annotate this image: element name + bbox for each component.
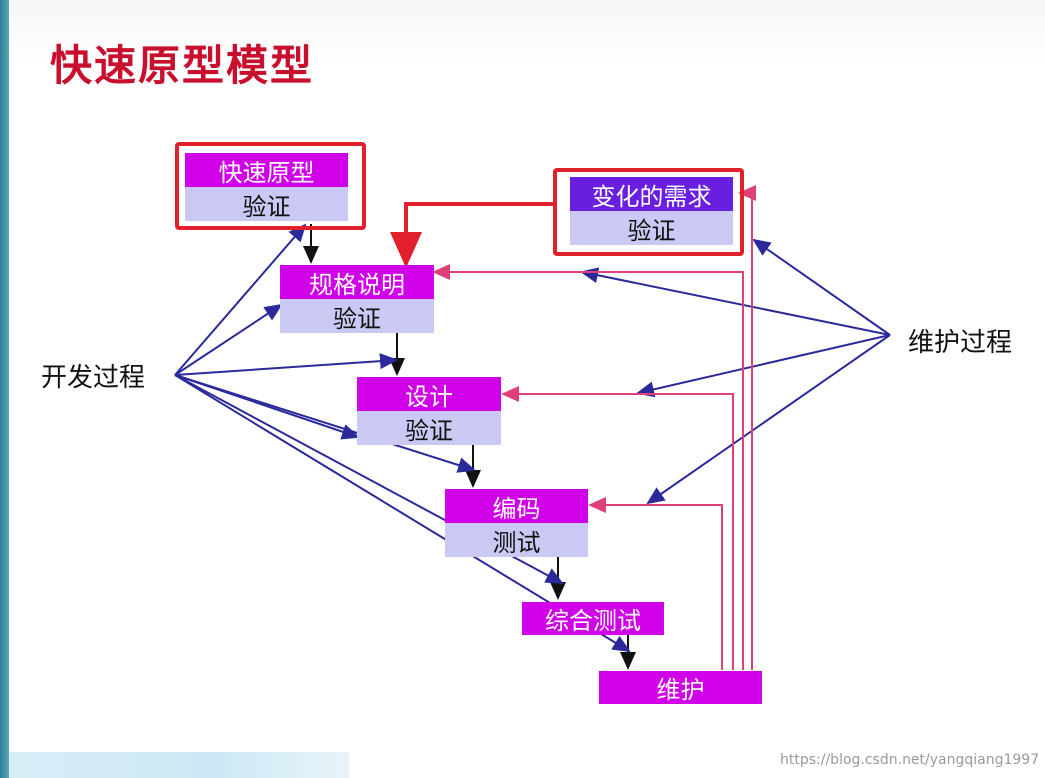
maint-process-label: 维护过程 [908,328,1013,358]
prototype-verify: 验证 [185,187,348,221]
prototype-title: 快速原型 [185,153,348,187]
integration-title: 综合测试 [522,602,664,635]
spec-box: 规格说明 验证 [280,265,434,333]
code-box: 编码 测试 [445,489,588,557]
prototype-frame [175,142,366,230]
design-box: 设计 验证 [357,377,501,445]
design-verify: 验证 [357,411,501,445]
watermark: https://blog.csdn.net/yangqiang1997 [780,752,1040,768]
changes-box: 变化的需求 验证 [570,177,733,245]
dev-process-label: 开发过程 [41,363,146,393]
slide-title: 快速原型模型 [50,41,315,90]
spec-verify: 验证 [280,299,434,333]
left-accent-bar [0,0,9,778]
maintenance-title: 维护 [599,671,762,704]
changes-title: 变化的需求 [570,177,733,211]
bottom-decor-strip [9,752,349,778]
title-band [9,0,1045,98]
design-title: 设计 [357,377,501,411]
code-test: 测试 [445,523,588,557]
spec-title: 规格说明 [280,265,434,299]
integration-box: 综合测试 [522,602,664,635]
maintenance-box: 维护 [599,671,762,704]
code-title: 编码 [445,489,588,523]
changes-frame [553,168,744,256]
changes-verify: 验证 [570,211,733,245]
prototype-box: 快速原型 验证 [185,153,348,221]
